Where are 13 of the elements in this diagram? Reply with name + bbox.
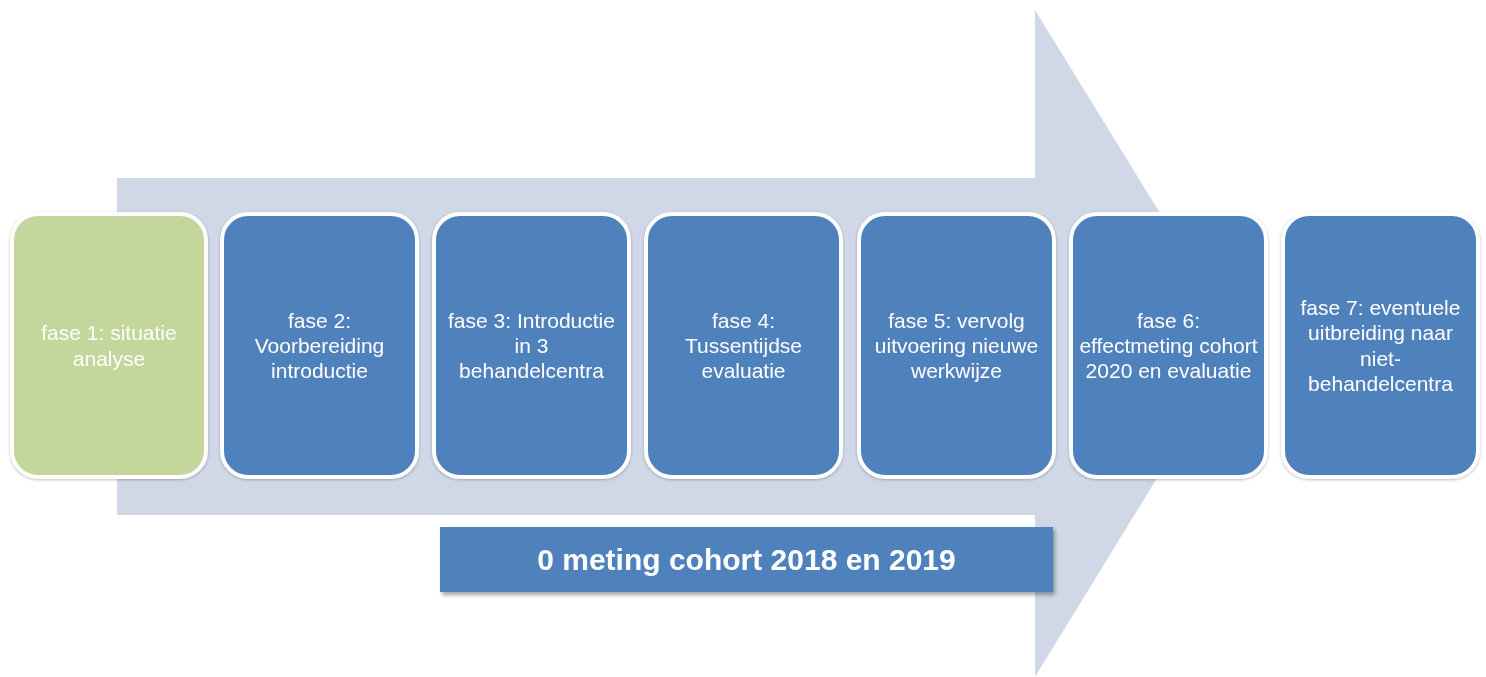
phase-label: fase 7: eventuele uitbreiding naar niet-behandelcentra xyxy=(1299,295,1462,396)
phase-box xyxy=(644,212,843,479)
phase-label: fase 5: vervolg uitvoering nieuwe werkwijze xyxy=(873,307,1040,384)
phase-label: fase 2: Voorbereiding introductie xyxy=(253,307,386,384)
phase-box xyxy=(220,212,419,479)
phase-label: fase 6: effectmeting cohort 2020 en evaluatie xyxy=(1079,307,1258,384)
phase-label: fase 1: situatie analyse xyxy=(40,320,178,371)
phase-box xyxy=(857,212,1056,479)
banner xyxy=(440,527,1053,592)
phase-label: fase 3: Introductie in 3 behandelcentra xyxy=(447,307,616,384)
banner-text: 0 meting cohort 2018 en 2019 xyxy=(537,542,956,577)
phase-box xyxy=(432,212,631,479)
phase-label: fase 4: Tussentijdse evaluatie xyxy=(683,307,804,384)
